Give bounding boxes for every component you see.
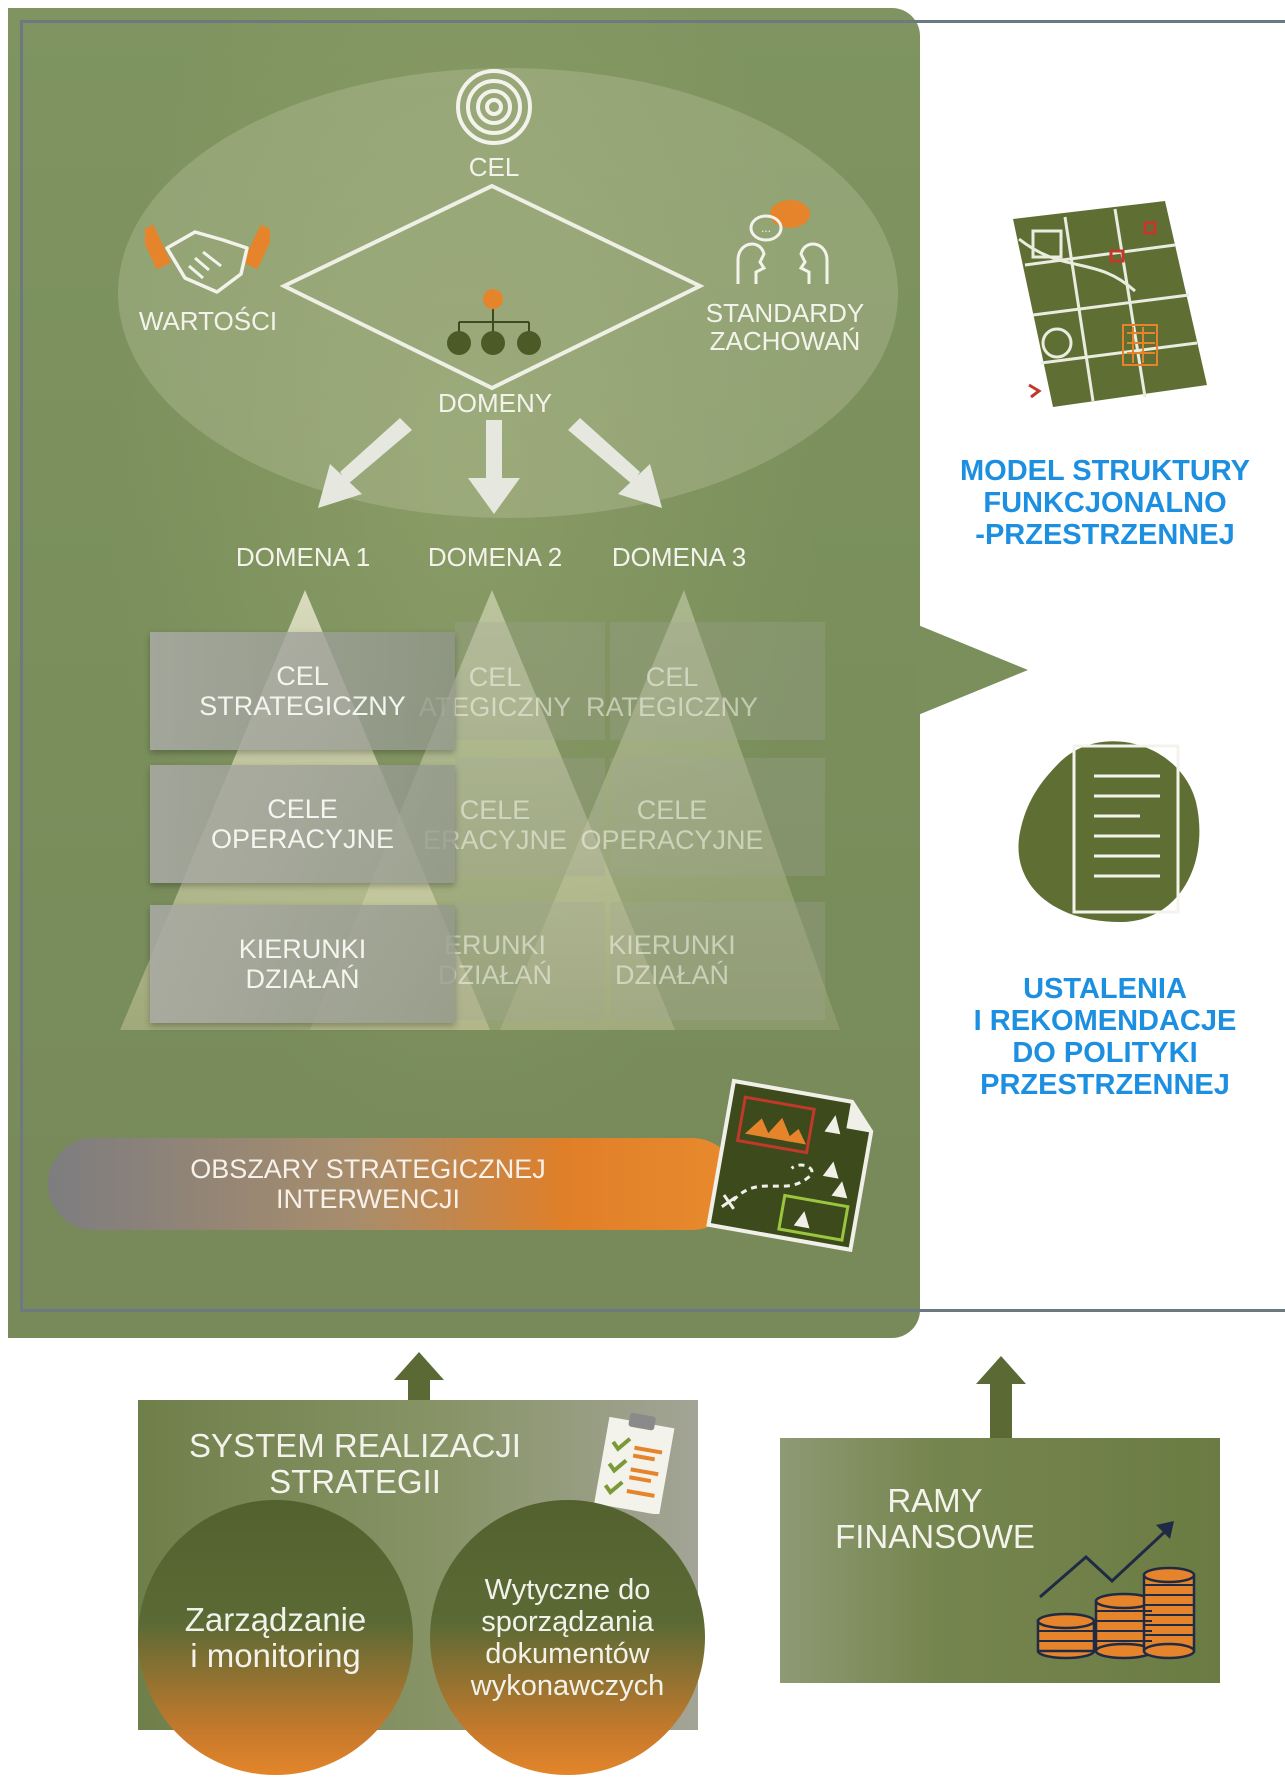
standardy-label-line2: ZACHOWAŃ <box>709 326 861 356</box>
domain-arrows <box>318 418 662 514</box>
osi-line2: INTERWENCJI <box>275 1184 460 1214</box>
osi-line1: OBSZARY STRATEGICZNEJ <box>190 1154 546 1184</box>
circle2-line3: dokumentów <box>485 1637 650 1670</box>
ustalenia-heading-line2: I REKOMENDACJE <box>973 1005 1237 1037</box>
wytyczne-circle: Wytyczne do sporządzania dokumentów wyko… <box>430 1500 705 1775</box>
kierunki-dzialan-line2: DZIAŁAŃ <box>245 964 360 994</box>
ghost-box-3-3 <box>610 902 825 1020</box>
ghost-3-kier-line2: DZIAŁAŃ <box>614 960 730 990</box>
ramy-finansowe-line1: RAMY <box>887 1482 983 1519</box>
ghost-box-2-1 <box>455 622 605 740</box>
upper-oval-background <box>118 68 898 518</box>
cele-operacyjne-line1: CELE <box>267 794 338 824</box>
zarzadzanie-monitoring-circle: Zarządzanie i monitoring <box>138 1500 413 1775</box>
model-struktury-heading-line3: -PRZESTRZENNEJ <box>975 519 1235 551</box>
ghost-3-cele-line1: CELE <box>636 795 708 825</box>
circle2-line2: sporządzania <box>481 1605 654 1638</box>
arrow-down-right-icon <box>568 418 662 508</box>
circle2-line4: wykonawczych <box>470 1669 665 1702</box>
obszary-strategicznej-interwencji-bar: OBSZARY STRATEGICZNEJ INTERWENCJI <box>48 1138 738 1230</box>
circle1-line1: Zarządzanie <box>184 1600 367 1638</box>
ustalenia-heading-line1: USTALENIA <box>1023 973 1187 1005</box>
ustalenia-heading-line3: DO POLITYKI <box>1012 1037 1198 1069</box>
ghost-2-kier-line2: DZIAŁAŃ <box>437 960 553 990</box>
document-icon <box>1018 741 1200 922</box>
domain-3-label: DOMENA 3 <box>611 542 747 572</box>
kierunki-dzialan-box: KIERUNKI DZIAŁAŃ <box>150 905 455 1023</box>
ghost-3-cel-line2: RATEGICZNY <box>585 692 758 722</box>
model-struktury-heading-line1: MODEL STRUKTURY <box>960 455 1250 487</box>
trail-map-icon <box>706 1078 874 1253</box>
kierunki-dzialan-line1: KIERUNKI <box>238 934 367 964</box>
cel-strategiczny-box: CEL STRATEGICZNY <box>150 632 455 750</box>
arrow-up-icon-left <box>394 1352 444 1410</box>
cele-operacyjne-line2: OPERACYJNE <box>210 824 395 854</box>
ramy-finansowe-line2: FINANSOWE <box>835 1518 1035 1555</box>
ghost-3-kier-line1: KIERUNKI <box>608 930 736 960</box>
frame-line-bottom <box>20 1309 1285 1312</box>
wartosci-label: WARTOŚCI <box>138 306 278 336</box>
frame-line-top <box>20 20 1285 23</box>
arrow-up-icon-right <box>976 1356 1026 1442</box>
ghost-box-2-3 <box>455 902 605 1020</box>
hierarchy-icon <box>447 289 541 355</box>
handshake-icon <box>145 224 270 294</box>
circle1-line2: i monitoring <box>190 1636 361 1674</box>
dialogue-icon: ... <box>736 200 829 284</box>
cel-strategiczny-line2: STRATEGICZNY <box>199 691 406 721</box>
cel-label: CEL <box>468 152 520 182</box>
svg-text:...: ... <box>761 221 771 235</box>
standardy-label-line1: STANDARDY <box>705 298 865 328</box>
domain-2-label: DOMENA 2 <box>427 542 563 572</box>
clipboard-icon <box>594 1412 675 1514</box>
ghost-box-3-1 <box>610 622 825 740</box>
arrow-down-icon <box>468 420 520 514</box>
map-icon <box>1013 201 1207 407</box>
coins-chart-icon <box>1036 1521 1196 1660</box>
ustalenia-heading-line4: PRZESTRZENNEJ <box>980 1069 1230 1101</box>
ghost-box-2-2 <box>455 758 605 876</box>
cele-operacyjne-box: CELE OPERACYJNE <box>150 765 455 883</box>
ghost-box-3-2 <box>610 758 825 876</box>
ghost-2-cele-line1: CELE <box>459 795 531 825</box>
domeny-label: DOMENY <box>437 388 553 418</box>
ghost-2-kier-line1: ERUNKI <box>443 930 546 960</box>
circle2-line1: Wytyczne do <box>484 1573 651 1606</box>
domain-1-label: DOMENA 1 <box>235 542 371 572</box>
ghost-3-cel-line1: CEL <box>645 662 699 692</box>
cel-strategiczny-line1: CEL <box>276 661 329 691</box>
model-struktury-heading-line2: FUNKCJONALNO <box>983 487 1227 519</box>
system-realizacji-title-line2: STRATEGII <box>269 1463 441 1500</box>
frame-line-left <box>20 20 23 1312</box>
domains-diamond <box>280 183 705 391</box>
arrow-down-left-icon <box>318 418 412 508</box>
ghost-2-cel-line1: CEL <box>468 662 522 692</box>
ghost-3-cele-line2: OPERACYJNE <box>580 825 764 855</box>
pyramid-domain-3 <box>500 590 840 1030</box>
target-icon <box>456 69 532 145</box>
panel-pointer <box>918 625 1028 715</box>
system-realizacji-title-line1: SYSTEM REALIZACJI <box>189 1427 521 1464</box>
